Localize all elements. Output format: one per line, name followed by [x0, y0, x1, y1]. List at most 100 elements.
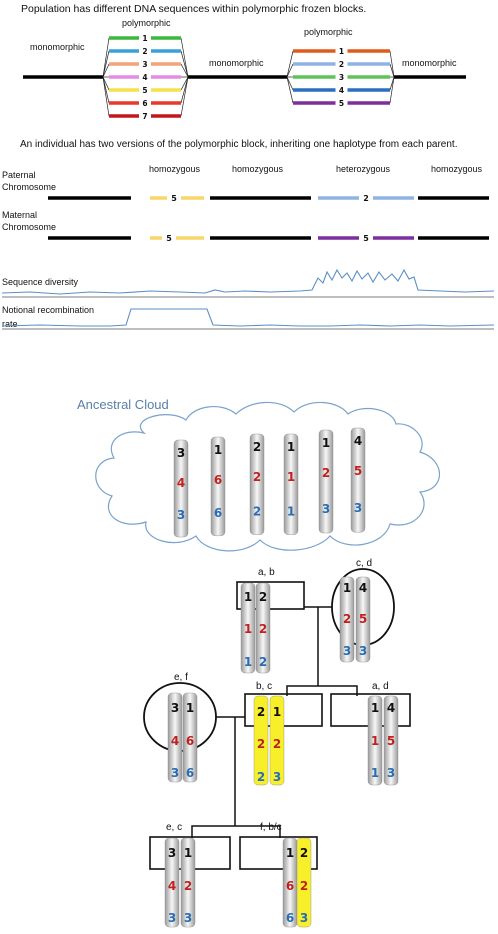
- person-cd-a-locus-1: 1: [343, 581, 351, 595]
- recombination-trace: [1, 308, 495, 327]
- box-ab: [236, 581, 305, 610]
- block2-fan-left-1: [286, 50, 294, 78]
- cloud-haplotype-6-locus-3: 3: [354, 501, 362, 515]
- cloud-haplotype-2-chromosome: [210, 436, 226, 537]
- block1-fan-left-5: [102, 76, 110, 91]
- ancestral-cloud-shape: [95, 401, 441, 552]
- recombination-label-line1: Notional recombination: [2, 305, 94, 315]
- person-fbc-b-locus-2: 2: [300, 879, 308, 893]
- label-cd: c, d: [356, 558, 372, 569]
- block1-fan-left-7: [102, 76, 110, 117]
- label-ec: e, c: [166, 822, 182, 833]
- diversity-label: Sequence diversity: [2, 277, 79, 287]
- person-bc-a-chromosome: [253, 695, 269, 786]
- maternal-block2-label-bg: [359, 233, 373, 243]
- block1-label-bg-4: [139, 72, 151, 82]
- block1-fan-right-6: [180, 76, 189, 104]
- block2-fan-right-1: [389, 50, 395, 78]
- block2-fan-right-2: [389, 63, 395, 78]
- person-fbc-a-locus-1: 1: [286, 846, 294, 860]
- block1-label-bg-5: [139, 85, 151, 95]
- person-ec-a-chromosome: [164, 837, 180, 928]
- person-ad-a-chromosome: [367, 695, 383, 786]
- person-bc-b-locus-1: 1: [273, 705, 281, 719]
- person-fbc-b-locus-1: 2: [300, 846, 308, 860]
- block1-label-bg-6: [139, 98, 151, 108]
- label-ef: e, f: [174, 672, 188, 683]
- block2-num-1: 1: [339, 47, 344, 56]
- cloud-haplotype-6-chromosome: [350, 427, 366, 533]
- maternal-label-line1: Maternal: [2, 210, 37, 220]
- person-ef-a-chromosome: [167, 692, 183, 783]
- person-ad-b-chromosome: [383, 695, 399, 786]
- person-ef-b-chromosome: [182, 692, 198, 783]
- cloud-haplotype-2-locus-1: 1: [214, 443, 222, 457]
- cloud-haplotype-5-locus-3: 3: [322, 502, 330, 516]
- cloud-haplotype-5-locus-1: 1: [322, 436, 330, 450]
- person-cd-a-chromosome: [339, 576, 355, 663]
- block2-label-bg-3: [335, 72, 348, 82]
- person-cd-b-locus-2: 5: [359, 612, 367, 626]
- pedigree: a, b c, d e, f b, c a, d e, c f, b/c 1 1 1…: [143, 558, 411, 928]
- pedigree-chromosomes: 1112221234533431662221231114533431231662…: [164, 576, 399, 928]
- person-ad-b-locus-3: 3: [387, 766, 395, 780]
- cloud-haplotype-1-locus-2: 4: [177, 476, 185, 490]
- cloud-haplotype-3-locus-1: 2: [253, 440, 261, 454]
- label-polymorphic-2: polymorphic: [304, 27, 353, 37]
- cloud-title: Ancestral Cloud: [77, 397, 169, 412]
- person-ad-a-locus-1: 1: [371, 701, 379, 715]
- zygosity-label-3: heterozygous: [336, 164, 391, 174]
- block-fade: [333, 206, 377, 228]
- block1-num-5: 5: [142, 86, 147, 95]
- person-ef-a-locus-1: 3: [171, 701, 179, 715]
- person-ad-a-locus-3: 1: [371, 766, 379, 780]
- paternal-label-line2: Chromosome: [2, 182, 56, 192]
- maternal-label-line2: Chromosome: [2, 222, 56, 232]
- maternal-block1-num: 5: [166, 234, 172, 243]
- block1-fan-left-1: [102, 37, 110, 78]
- block2-label-bg-2: [335, 59, 348, 69]
- person-ab-b-locus-3: 2: [259, 655, 267, 669]
- person-ef-b-locus-1: 1: [186, 701, 194, 715]
- person-fbc-a-locus-2: 6: [286, 879, 294, 893]
- block2-fan-left-4: [286, 76, 294, 91]
- block1-fan-right-1: [180, 37, 189, 78]
- person-cd-b-locus-1: 4: [359, 581, 367, 595]
- block2-fan-right-5: [389, 76, 395, 104]
- person-bc-b-locus-2: 2: [273, 737, 281, 751]
- label-ab: a, b: [258, 567, 275, 578]
- cloud-haplotype-3-locus-3: 2: [253, 504, 261, 518]
- person-ec-a-locus-1: 3: [168, 846, 176, 860]
- person-ad-b-locus-2: 5: [387, 734, 395, 748]
- person-fbc-a-locus-3: 6: [286, 911, 294, 925]
- person-fbc-b-locus-3: 3: [300, 911, 308, 925]
- label-fbc: f, b/c: [260, 822, 282, 833]
- cloud-haplotype-6-locus-1: 4: [354, 434, 362, 448]
- person-ec-b-chromosome: [180, 837, 196, 928]
- maternal-block1-label-bg: [162, 233, 176, 243]
- block2-fan-left-5: [286, 76, 294, 104]
- label-bc: b, c: [256, 681, 272, 692]
- person-ab-b-locus-2: 2: [259, 622, 267, 636]
- block1-num-7: 7: [142, 112, 147, 121]
- block1-fan-right-5: [180, 76, 189, 91]
- sibship-line-1: [286, 685, 358, 696]
- block1-num-2: 2: [142, 47, 147, 56]
- chromosome-caption: An individual has two versions of the po…: [20, 139, 457, 150]
- sibship-line-2: [191, 825, 281, 838]
- person-bc-a-locus-3: 2: [257, 770, 265, 784]
- person-ec-a-locus-2: 4: [168, 879, 176, 893]
- label-monomorphic-left: monomorphic: [30, 42, 85, 52]
- label-ad: a, d: [372, 681, 389, 692]
- zygosity-label-4: homozygous: [431, 164, 483, 174]
- person-ad-b-locus-1: 4: [387, 701, 395, 715]
- person-cd-a-locus-3: 3: [343, 644, 351, 658]
- cloud-haplotype-2-locus-3: 6: [214, 506, 222, 520]
- person-ec-b-locus-2: 2: [184, 879, 192, 893]
- person-ef-a-locus-3: 3: [171, 766, 179, 780]
- paternal-block2-label-bg: [359, 193, 373, 203]
- paternal-block2-num: 2: [363, 194, 369, 203]
